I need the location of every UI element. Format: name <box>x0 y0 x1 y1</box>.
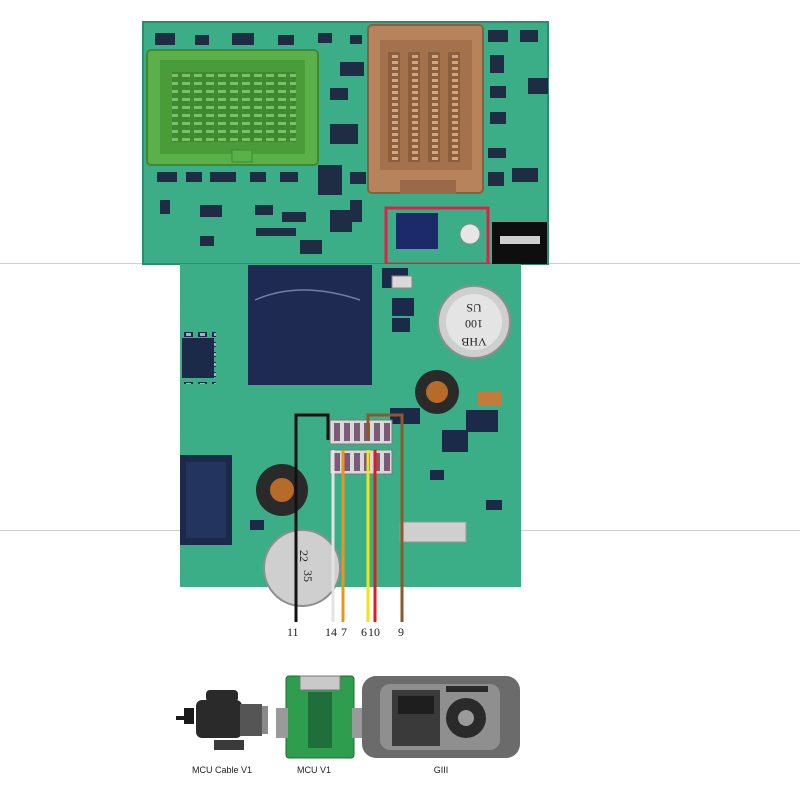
wire-labels: 11 14 7 6 10 9 <box>287 625 404 639</box>
capacitor-bottom-line2: 35 <box>301 570 315 582</box>
capacitor-top: US 100 VHB <box>437 285 511 359</box>
wire-label-14: 14 <box>325 625 337 639</box>
wire-11 <box>294 413 330 622</box>
pcb-middle: US 100 VHB <box>180 264 521 607</box>
wire-label-11: 11 <box>287 625 299 639</box>
giii-device: GIII <box>362 676 520 775</box>
wire-label-6: 6 <box>361 625 367 639</box>
capacitor-top-line2: 100 <box>465 317 483 331</box>
capacitor-top-line1: US <box>466 301 481 315</box>
wire-label-10: 10 <box>368 625 380 639</box>
capacitor-bottom-line1: 22 <box>297 550 311 562</box>
mcu-v1-device: MCU V1 <box>276 675 364 775</box>
giii-label: GIII <box>434 765 449 775</box>
capacitor-bottom: 22 35 <box>263 529 341 607</box>
wire-9 <box>366 413 404 622</box>
wire-label-9: 9 <box>398 625 404 639</box>
mcu-chip <box>248 265 372 385</box>
green-connector <box>146 49 319 166</box>
capacitor-top-line3: VHB <box>461 335 486 349</box>
brown-connector <box>367 24 484 194</box>
wires <box>294 413 404 622</box>
mcu-cable-device: MCU Cable V1 <box>176 690 268 775</box>
wire-label-7: 7 <box>341 625 347 639</box>
mcu-v1-label: MCU V1 <box>297 765 331 775</box>
pcb-top <box>142 21 549 266</box>
mcu-cable-label: MCU Cable V1 <box>192 765 252 775</box>
